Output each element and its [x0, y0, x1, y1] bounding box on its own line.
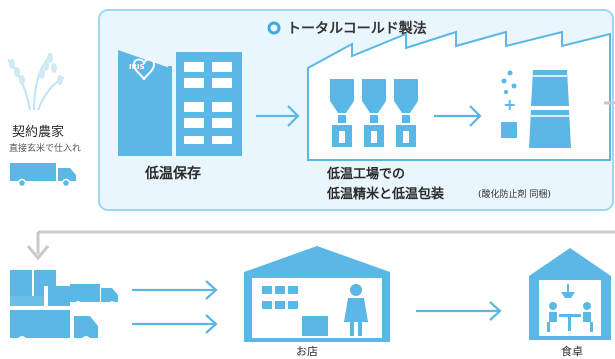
factory-label-line1: 低温工場での: [327, 167, 406, 182]
plus-sign: +: [503, 95, 517, 114]
rice-plant-icon: [7, 53, 65, 111]
storage-label: 低温保存: [145, 166, 201, 182]
farmer-sublabel: 直接玄米で仕入れ: [9, 144, 82, 154]
process-title: トータルコールド製法: [287, 21, 427, 37]
logo-text: IRIS: [129, 63, 145, 71]
iris-logo-icon: [132, 58, 156, 81]
delivery-boxes-and-trucks-icon: [10, 270, 118, 344]
rice-polishing-silos-icon: [330, 79, 418, 147]
arrow-to-table-icon: [416, 301, 502, 321]
table-label: 食卓: [561, 345, 583, 358]
antioxidant-drops-icon: [501, 70, 517, 138]
rice-bags-icon: [529, 70, 571, 148]
arrows-to-shop-icon: [132, 280, 218, 334]
home-dining-icon: [529, 248, 611, 340]
shop-label: お店: [296, 345, 318, 358]
shopper-icon: [344, 284, 368, 336]
arrow-to-factory-icon: [256, 105, 300, 127]
farmer-label: 契約農家: [12, 125, 65, 140]
shop-building-icon: [244, 246, 390, 342]
small-truck-icon: [10, 163, 76, 187]
ring-bullet-icon: [267, 21, 281, 35]
factory-label-line2: 低温精米と低温包装: [327, 187, 445, 202]
arrow-to-packaging-icon: [434, 105, 482, 127]
antioxidant-note: (酸化防止剤 同梱): [478, 190, 551, 200]
storage-building-icon: [118, 50, 242, 156]
